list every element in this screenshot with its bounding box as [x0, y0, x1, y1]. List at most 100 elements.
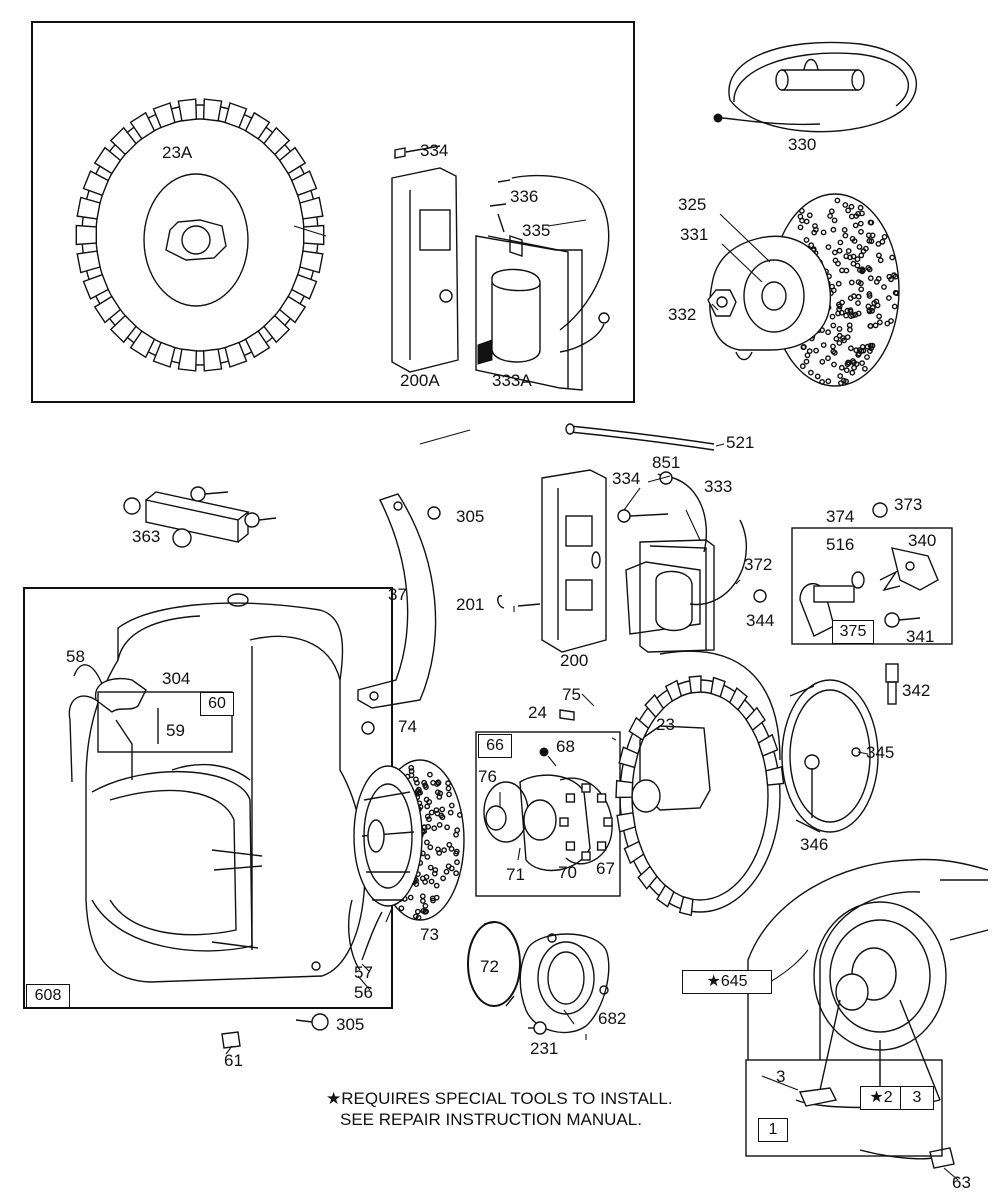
perforation — [813, 224, 817, 228]
label-305-bottom: 305 — [336, 1016, 364, 1033]
perforation — [428, 772, 432, 776]
fin — [304, 226, 324, 245]
gear-tooth — [598, 794, 606, 802]
part-330 — [714, 42, 916, 131]
perforation — [856, 301, 860, 305]
label-58: 58 — [66, 648, 85, 665]
gear-tooth — [566, 794, 574, 802]
perforation — [432, 826, 436, 830]
perforation — [820, 360, 824, 364]
perforation — [435, 895, 439, 899]
label-59: 59 — [166, 722, 185, 739]
perforation — [840, 366, 844, 370]
perforation — [423, 880, 427, 884]
perforation — [409, 769, 413, 773]
perforation — [867, 233, 871, 237]
perforation — [435, 883, 439, 887]
label-333a: 333A — [492, 372, 532, 389]
boxed-label-1: 1 — [758, 1118, 788, 1142]
perforation — [859, 230, 863, 234]
screw-74 — [362, 722, 374, 734]
perforation — [894, 291, 898, 295]
fin — [204, 99, 222, 121]
label-61: 61 — [224, 1052, 243, 1069]
perforation — [804, 238, 808, 242]
perforation — [850, 280, 854, 284]
perforation — [869, 220, 873, 224]
adapter-682 — [520, 934, 609, 1034]
perforation — [838, 374, 842, 378]
perforation — [832, 218, 836, 222]
perforation — [860, 211, 864, 215]
label-341: 341 — [906, 628, 934, 645]
perforation — [843, 228, 847, 232]
label-330: 330 — [788, 136, 816, 153]
perforation — [800, 209, 804, 213]
armature-200 — [498, 470, 606, 652]
perforation — [830, 314, 834, 318]
armature-200a — [392, 146, 458, 372]
boxed-label-3: 3 — [900, 1086, 934, 1110]
perforation — [449, 847, 453, 851]
label-76: 76 — [478, 768, 497, 785]
perforation — [843, 233, 847, 237]
perforation — [436, 847, 440, 851]
perforation — [416, 909, 420, 913]
fin — [645, 695, 663, 717]
perforation — [858, 206, 862, 210]
perforation — [441, 876, 445, 880]
perforation — [434, 808, 438, 812]
label-74: 74 — [398, 718, 417, 735]
perforation — [805, 353, 809, 357]
label-521: 521 — [726, 434, 754, 451]
perforation — [878, 320, 882, 324]
fin — [711, 678, 725, 697]
gear-tooth — [604, 818, 612, 826]
fin — [619, 747, 638, 767]
label-363: 363 — [132, 528, 160, 545]
fin — [225, 103, 246, 128]
fin — [300, 198, 323, 219]
perforation — [801, 345, 805, 349]
screen-73 — [349, 760, 464, 970]
label-73: 73 — [420, 926, 439, 943]
label-336: 336 — [510, 188, 538, 205]
fin — [84, 275, 109, 299]
perforation — [848, 328, 852, 332]
perforation — [882, 285, 886, 289]
gear-tooth — [582, 852, 590, 860]
label-345: 345 — [866, 744, 894, 761]
perforation — [450, 866, 454, 870]
coil-333 — [618, 472, 746, 652]
perforation — [882, 235, 886, 239]
perforation — [424, 875, 428, 879]
perforation — [421, 894, 425, 898]
perforation — [849, 205, 853, 209]
label-373: 373 — [894, 496, 922, 513]
perforation — [851, 262, 855, 266]
perforation — [830, 284, 834, 288]
label-75: 75 — [562, 686, 581, 703]
perforation — [821, 230, 825, 234]
perforation — [425, 840, 429, 844]
perforation — [838, 240, 842, 244]
perforation — [889, 319, 893, 323]
perforation — [847, 249, 851, 253]
fin — [178, 349, 196, 371]
perforation — [438, 823, 442, 827]
part-61 — [222, 1032, 240, 1048]
fin — [746, 708, 765, 730]
fin — [178, 99, 196, 121]
label-23a: 23A — [162, 144, 192, 161]
perforation — [852, 366, 856, 370]
perforation — [428, 845, 432, 849]
perforation — [814, 348, 818, 352]
perforation — [808, 213, 812, 217]
perforation — [798, 214, 802, 218]
label-3-side: 3 — [776, 1068, 785, 1085]
fin — [154, 343, 175, 368]
perforation — [409, 895, 413, 899]
perforation — [828, 214, 832, 218]
